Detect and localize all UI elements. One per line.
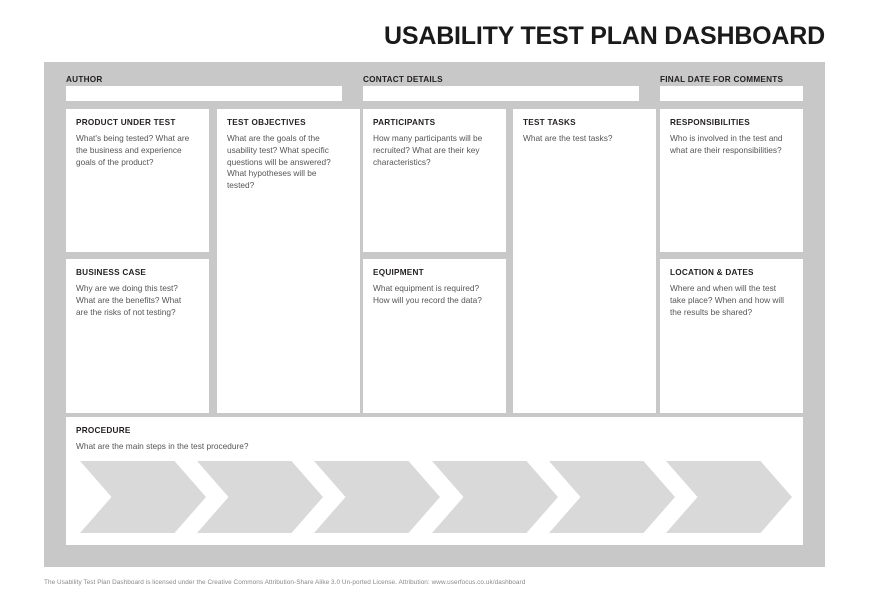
- card-participants[interactable]: PARTICIPANTS How many participants will …: [363, 109, 506, 252]
- author-input[interactable]: [66, 86, 342, 101]
- card-equipment[interactable]: EQUIPMENT What equipment is required? Ho…: [363, 259, 506, 413]
- card-title: EQUIPMENT: [373, 268, 424, 277]
- card-test-objectives[interactable]: TEST OBJECTIVES What are the goals of th…: [217, 109, 360, 413]
- procedure-step-chevron[interactable]: [80, 461, 206, 533]
- card-business-case[interactable]: BUSINESS CASE Why are we doing this test…: [66, 259, 209, 413]
- header-label-author: AUTHOR: [66, 75, 103, 84]
- card-location-and-dates[interactable]: LOCATION & DATES Where and when will the…: [660, 259, 803, 413]
- card-body: What equipment is required? How will you…: [373, 283, 482, 305]
- page-title: USABILITY TEST PLAN DASHBOARD: [384, 22, 825, 50]
- procedure-step-chevron[interactable]: [432, 461, 558, 533]
- card-title: PARTICIPANTS: [373, 118, 436, 127]
- header-label-final-date-for-comments: FINAL DATE FOR COMMENTS: [660, 75, 784, 84]
- procedure-step-chevrons: [80, 461, 792, 533]
- header-label-contact-details: CONTACT DETAILS: [363, 75, 443, 84]
- card-title: TEST TASKS: [523, 118, 576, 127]
- card-title: LOCATION & DATES: [670, 268, 754, 277]
- procedure-title: PROCEDURE: [76, 426, 131, 435]
- card-title: PRODUCT UNDER TEST: [76, 118, 176, 127]
- card-title: BUSINESS CASE: [76, 268, 147, 277]
- procedure-body: What are the main steps in the test proc…: [76, 441, 249, 451]
- card-body: Why are we doing this test? What are the…: [76, 283, 182, 317]
- card-body: What's being tested? What are the busine…: [76, 133, 190, 167]
- procedure-step-chevron[interactable]: [314, 461, 440, 533]
- final-date-for-comments-input[interactable]: [660, 86, 803, 101]
- card-procedure[interactable]: PROCEDURE What are the main steps in the…: [66, 417, 803, 545]
- card-title: RESPONSIBILITIES: [670, 118, 750, 127]
- card-title: TEST OBJECTIVES: [227, 118, 306, 127]
- card-body: What are the test tasks?: [523, 133, 613, 143]
- card-body: Who is involved in the test and what are…: [670, 133, 783, 155]
- card-test-tasks[interactable]: TEST TASKS What are the test tasks?: [513, 109, 656, 413]
- license-footer: The Usability Test Plan Dashboard is lic…: [44, 579, 526, 586]
- contact-details-input[interactable]: [363, 86, 639, 101]
- card-body: Where and when will the test take place?…: [670, 283, 784, 317]
- card-responsibilities[interactable]: RESPONSIBILITIES Who is involved in the …: [660, 109, 803, 252]
- procedure-step-chevron[interactable]: [549, 461, 675, 533]
- procedure-step-chevron[interactable]: [666, 461, 792, 533]
- procedure-step-chevron[interactable]: [197, 461, 323, 533]
- dashboard-board: AUTHOR CONTACT DETAILS FINAL DATE FOR CO…: [44, 62, 825, 567]
- card-body: What are the goals of the usability test…: [227, 133, 331, 191]
- card-product-under-test[interactable]: PRODUCT UNDER TEST What's being tested? …: [66, 109, 209, 252]
- card-body: How many participants will be recruited?…: [373, 133, 483, 167]
